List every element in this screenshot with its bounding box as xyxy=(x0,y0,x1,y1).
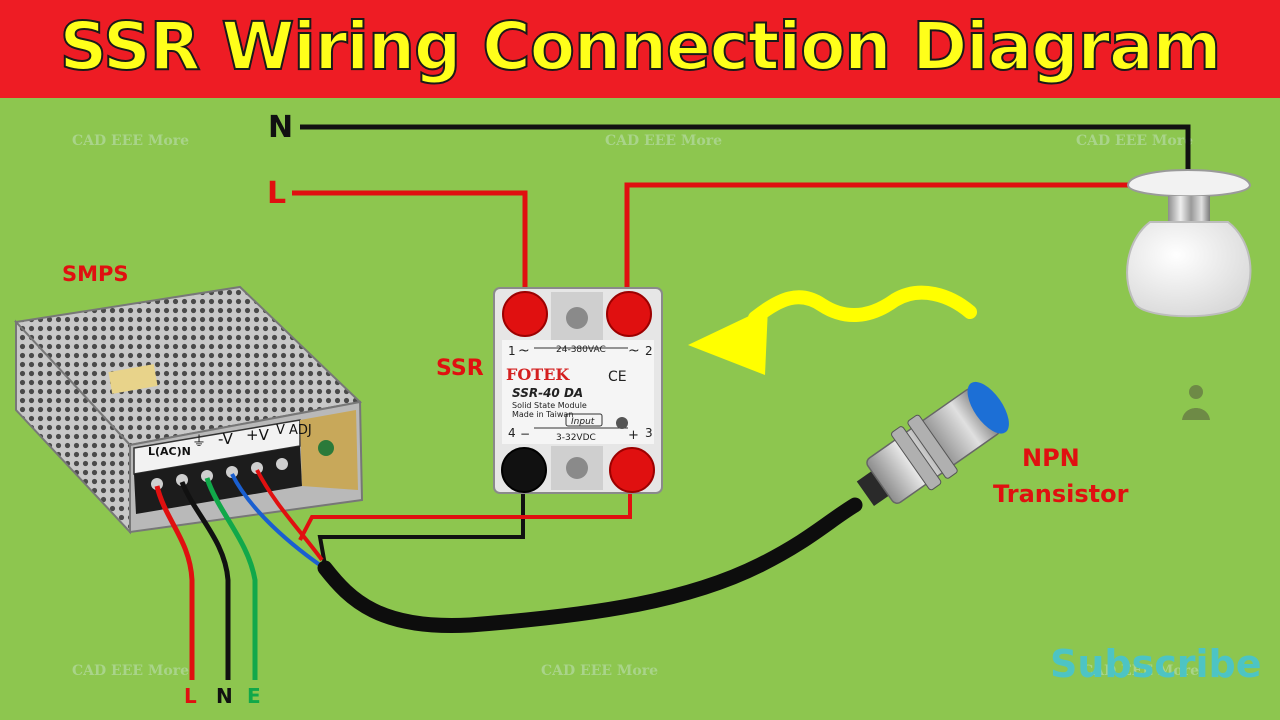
ssr-ac-range: 24-380VAC xyxy=(556,345,606,355)
smps-unit xyxy=(13,285,364,535)
ssr-input-label: Input xyxy=(571,417,595,427)
header-bar xyxy=(0,0,1280,98)
ssr-terminal-3: 3 xyxy=(645,426,653,440)
line-label: L xyxy=(267,176,287,211)
smps-n-wire xyxy=(179,481,231,680)
load-wire xyxy=(624,182,1140,305)
watermark: CAD EEE More xyxy=(1082,663,1200,679)
minus-sign: − xyxy=(520,427,530,441)
watermark: CAD EEE More xyxy=(72,133,190,149)
ssr-negative-wire xyxy=(317,480,525,566)
avatar-icon xyxy=(1182,385,1210,420)
smps-terminal-pos-label: +V xyxy=(246,426,270,444)
ssr-desc-1: Solid State Module xyxy=(512,401,587,410)
smps-l-label: L xyxy=(184,684,197,708)
smps-terminal-ac-label: L(AC)N xyxy=(148,445,191,458)
watermark: CAD EEE More xyxy=(541,663,659,679)
ac-tilde-icon: ~ xyxy=(518,343,530,359)
line-wire xyxy=(292,190,528,305)
ssr-terminal-1: 1 xyxy=(508,344,516,358)
ssr-desc-2: Made in Taiwan xyxy=(512,410,573,419)
ssr-positive-wire xyxy=(298,480,632,541)
ce-mark: CE xyxy=(608,369,627,385)
smps-positive-wire xyxy=(255,469,324,562)
neutral-label: N xyxy=(268,110,294,145)
smps-negative-wire xyxy=(230,473,332,574)
smps-n-label: N xyxy=(216,684,233,708)
ground-icon: ⏚ xyxy=(192,434,206,450)
sensor-cable xyxy=(317,497,863,634)
page-title: SSR Wiring Connection Diagram xyxy=(59,7,1223,86)
plus-sign: + xyxy=(628,428,639,443)
smps-terminal-neg-label: -V xyxy=(218,430,234,448)
smps-l-wire xyxy=(154,485,195,680)
neutral-wire xyxy=(300,124,1191,175)
ssr-dc-range: 3-32VDC xyxy=(556,433,596,443)
smps-e-label: E xyxy=(247,684,261,708)
smps-e-wire xyxy=(204,477,258,680)
smps-terminal-vadj-label: V ADJ xyxy=(276,423,312,438)
ssr-model: SSR-40 DA xyxy=(512,386,583,400)
ac-tilde-icon: ~ xyxy=(628,343,640,359)
ssr-module xyxy=(493,287,663,494)
watermark: CAD EEE More xyxy=(605,133,723,149)
smps-label: SMPS xyxy=(62,262,129,286)
transistor-label: Transistor xyxy=(993,480,1129,508)
watermark: CAD EEE More xyxy=(72,663,190,679)
ssr-terminal-4: 4 xyxy=(508,426,516,440)
signal-arrow xyxy=(688,285,977,375)
ssr-terminal-2: 2 xyxy=(645,344,653,358)
subscribe-button[interactable]: Subscribe xyxy=(1050,642,1262,686)
npn-label: NPN xyxy=(1022,444,1080,472)
npn-sensor xyxy=(856,381,1009,507)
light-bulb xyxy=(1126,169,1252,318)
watermark: CAD EEE More xyxy=(1076,133,1194,149)
ssr-brand: FOTEK xyxy=(506,365,570,384)
ssr-label: SSR xyxy=(436,356,484,381)
